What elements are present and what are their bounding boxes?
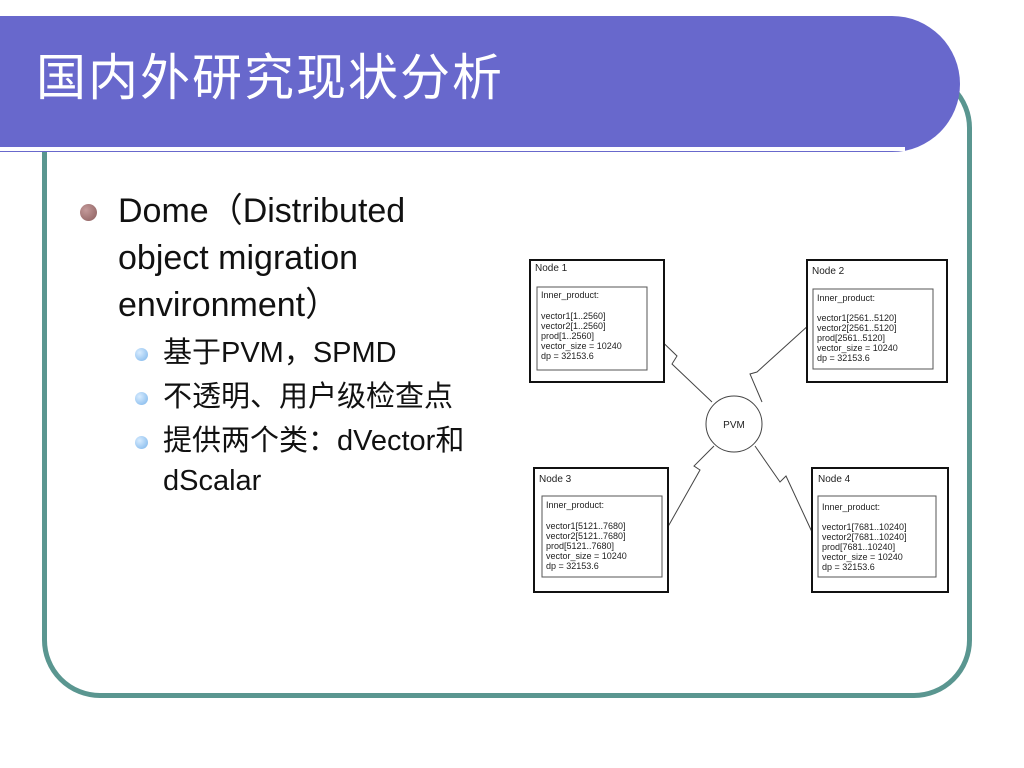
bullet-item-dome: Dome（Distributed object migration enviro… [80, 188, 470, 329]
node-line: vector1[5121..7680] [546, 521, 626, 531]
node-line: vector1[7681..10240] [822, 522, 907, 532]
node-line: dp = 32153.6 [822, 562, 875, 572]
node-4: Node 4 Inner_product: vector1[7681..1024… [811, 467, 949, 593]
pvm-node-diagram: PVM Node 1 Inner_product: vector1[1..256… [529, 259, 949, 593]
node-line: dp = 32153.6 [541, 351, 594, 361]
bullet-text: Dome（Distributed object migration enviro… [118, 192, 406, 324]
node-line: vector2[5121..7680] [546, 531, 626, 541]
node-line: vector_size = 10240 [546, 551, 627, 561]
sub-bullet-classes: 提供两个类：dVector和dScalar [80, 421, 470, 501]
sub-bullet-dot-icon [135, 348, 148, 361]
node-1: Node 1 Inner_product: vector1[1..2560] v… [529, 259, 665, 383]
node-line: vector1[1..2560] [541, 311, 606, 321]
sub-bullet-text: 不透明、用户级检查点 [163, 381, 454, 413]
title-underline [0, 147, 905, 151]
node-title: Node 2 [812, 266, 845, 277]
node-line: vector_size = 10240 [541, 341, 622, 351]
link-node-4 [754, 445, 813, 533]
node-line: vector2[1..2560] [541, 321, 606, 331]
pvm-hub-label: PVM [723, 420, 745, 431]
link-node-3 [664, 445, 715, 533]
node-2: Node 2 Inner_product: vector1[2561..5120… [806, 259, 948, 383]
node-line: vector2[2561..5120] [817, 323, 897, 333]
node-title: Node 3 [539, 474, 572, 485]
sub-bullet-dot-icon [135, 436, 148, 449]
node-line: vector_size = 10240 [817, 343, 898, 353]
link-node-2 [749, 323, 811, 403]
node-line: vector2[7681..10240] [822, 532, 907, 542]
node-line: vector_size = 10240 [822, 552, 903, 562]
bullet-list: Dome（Distributed object migration enviro… [80, 188, 470, 501]
node-title: Node 1 [535, 263, 568, 274]
pvm-hub [705, 395, 763, 453]
node-title: Node 4 [818, 474, 851, 485]
node-line: dp = 32153.6 [817, 353, 870, 363]
inner-product-title: Inner_product: [817, 293, 875, 303]
node-line: dp = 32153.6 [546, 561, 599, 571]
sub-bullet-pvm: 基于PVM，SPMD [80, 333, 470, 373]
sub-bullet-checkpoint: 不透明、用户级检查点 [80, 377, 470, 417]
node-line: prod[5121..7680] [546, 541, 614, 551]
inner-product-title: Inner_product: [822, 502, 880, 512]
inner-product-title: Inner_product: [541, 290, 599, 300]
node-line: prod[7681..10240] [822, 542, 895, 552]
sub-bullet-dot-icon [135, 392, 148, 405]
node-line: prod[1..2560] [541, 331, 594, 341]
sub-bullet-text: 基于PVM，SPMD [163, 337, 397, 369]
node-3: Node 3 Inner_product: vector1[5121..7680… [533, 467, 669, 593]
inner-product-title: Inner_product: [546, 500, 604, 510]
node-line: prod[2561..5120] [817, 333, 885, 343]
title-band [0, 16, 960, 152]
node-line: vector1[2561..5120] [817, 313, 897, 323]
sub-bullet-text: 提供两个类：dVector和dScalar [163, 425, 465, 497]
slide-title: 国内外研究现状分析 [36, 49, 504, 107]
bullet-dot-icon [80, 204, 97, 221]
